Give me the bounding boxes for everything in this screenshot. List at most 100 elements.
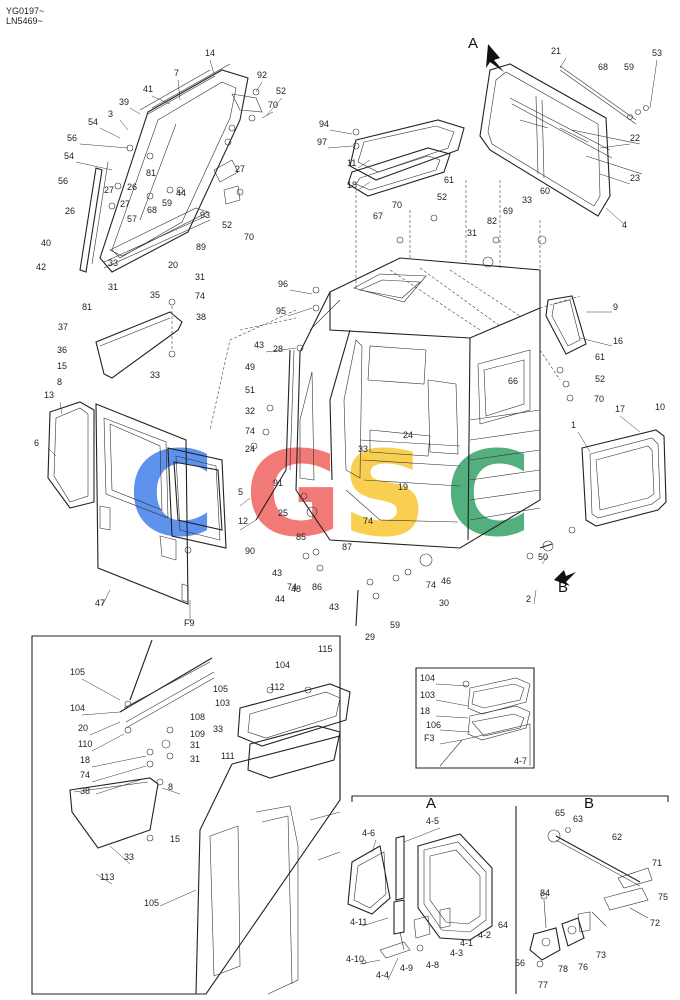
part-label: 81 [146,168,156,178]
line-art [31,63,669,995]
part-label: 103 [420,690,435,700]
leader-line [209,59,215,75]
part-label: 105 [144,898,159,908]
part-label: 52 [437,192,447,202]
part-label: 72 [650,918,660,928]
leader-line [371,839,377,853]
part-label: 109 [190,729,205,739]
part-label: 77 [538,980,548,990]
part-label: F3 [424,733,435,743]
part-label: 87 [342,542,352,552]
part-label: 49 [245,362,255,372]
leader-line [81,678,121,701]
part-label: 11 [347,158,356,168]
part-label: 21 [551,46,561,56]
part-label: 76 [578,962,588,972]
part-label: 105 [70,667,85,677]
view-a-label: A [468,35,478,52]
part-label: 38 [196,312,206,322]
part-label: 59 [390,620,400,630]
part-label: 18 [347,180,357,190]
leader-line [387,957,399,981]
part-label: 60 [540,186,550,196]
part-label: 103 [215,698,230,708]
part-label: 33 [213,724,223,734]
leader-line [435,699,469,707]
watermark-letter-s: S [342,425,427,563]
part-label: 43 [272,568,282,578]
part-label: 67 [373,211,383,221]
part-label: 108 [190,712,205,722]
part-label: 52 [222,220,232,230]
part-label: 27 [120,199,130,209]
leader-line [541,555,549,565]
part-label: 56 [67,133,77,143]
part-label: 31 [467,228,477,238]
part-label: 104 [275,660,290,670]
leader-line [161,787,181,795]
part-label: 89 [196,242,206,252]
part-label: 33 [150,370,160,380]
leader-line [239,519,257,531]
part-label: 41 [143,84,153,94]
leader-line [177,79,181,101]
part-label: 115 [318,644,332,654]
part-label: 84 [540,888,550,898]
part-label: 4-1 [460,938,473,948]
part-label: 29 [365,632,375,642]
door-window-assembly [79,63,263,273]
part-label: 19 [398,482,408,492]
part-label: 71 [652,858,662,868]
part-label: 62 [612,832,622,842]
leader-line [435,715,469,719]
leader-line [327,145,353,149]
part-label: 25 [278,508,288,518]
part-label: 53 [652,48,662,58]
part-label: 86 [312,582,322,592]
part-label: 17 [615,404,625,414]
leader-line [81,711,121,716]
leader-line [439,739,463,745]
leader-line [109,845,131,865]
leader-line [533,589,537,605]
part-label: 85 [296,532,306,542]
part-label: 30 [439,598,449,608]
part-label: 52 [276,86,286,96]
leader-line [599,173,631,185]
leader-lines [47,57,658,981]
part-label: 14 [205,48,215,58]
part-label: 44 [275,594,285,604]
part-label: 4-4 [376,970,389,980]
leader-line [79,143,129,149]
part-label: 33 [108,258,118,268]
part-label: 75 [658,892,668,902]
serial-range-2: LN5469~ [6,16,43,26]
leader-line [265,347,297,353]
leader-line [357,159,371,169]
part-label: 4-9 [400,963,413,973]
part-label: 43 [254,340,264,350]
part-label: 35 [150,290,160,300]
part-label: 4-5 [426,816,439,826]
part-label: 82 [487,216,497,226]
section-a-title: A [426,795,436,812]
part-label: 74 [426,580,436,590]
leader-line [159,889,197,907]
view-arrows: A B [468,35,576,596]
part-label: 48 [291,584,301,594]
watermark-letter-c2: C [445,425,532,563]
part-label: 33 [124,852,134,862]
part-label: 8 [168,782,173,792]
part-label: 94 [319,119,329,129]
part-label: 18 [80,755,90,765]
leader-line [619,415,641,433]
part-label: 31 [190,754,200,764]
part-label: 16 [613,336,623,346]
part-label: 46 [441,576,451,586]
part-label: 95 [276,306,286,316]
leader-line [435,683,469,687]
roof-hatch [347,119,465,290]
part-label: 38 [80,786,90,796]
part-label: 4 [622,220,627,230]
